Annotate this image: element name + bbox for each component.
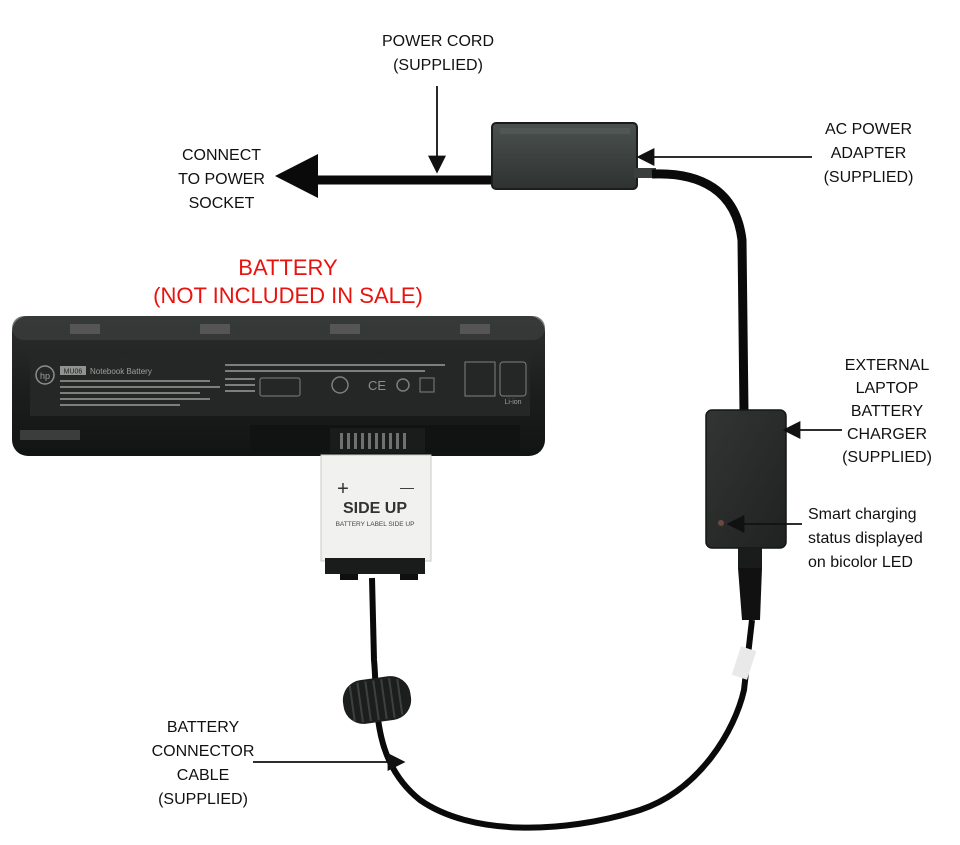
ac-adapter-label: AC POWER ADAPTER (SUPPLIED) — [823, 121, 914, 186]
side-up-text: SIDE UP — [343, 500, 407, 517]
power-cord — [275, 154, 495, 198]
svg-text:hp: hp — [40, 371, 50, 381]
socket-arrow-icon — [275, 154, 318, 198]
ac-power-adapter — [491, 122, 656, 190]
status-led-icon — [718, 520, 724, 526]
plus-symbol: + — [337, 478, 349, 500]
cable-barcode-tag — [731, 646, 757, 680]
battery-connector-plug: + — SIDE UP BATTERY LABEL SIDE UP — [320, 454, 432, 580]
connect-socket-label: CONNECT TO POWER SOCKET — [178, 147, 265, 212]
battery-model: MU06 — [64, 369, 83, 376]
battery-chemistry: Li-ion — [504, 399, 521, 406]
ferrite-bead — [342, 676, 412, 724]
connector-cable-label: BATTERY CONNECTOR CABLE (SUPPLIED) — [151, 719, 255, 808]
battery-name: Notebook Battery — [90, 367, 152, 376]
power-cord-label: POWER CORD (SUPPLIED) — [382, 33, 494, 74]
charger-label: EXTERNAL LAPTOP BATTERY CHARGER (SUPPLIE… — [842, 357, 932, 466]
side-up-subtext: BATTERY LABEL SIDE UP — [336, 521, 415, 528]
smart-charging-label: Smart charging status displayed on bicol… — [808, 506, 923, 571]
adapter-to-charger-cable — [651, 169, 749, 413]
connector-cable — [369, 577, 755, 831]
laptop-battery: hp MU06 Notebook Battery CE Li-ion — [12, 316, 545, 456]
minus-symbol: — — [400, 479, 414, 495]
external-battery-charger — [705, 409, 787, 680]
svg-text:CE: CE — [368, 378, 386, 393]
battery-title: BATTERY (NOT INCLUDED IN SALE) — [153, 255, 423, 308]
